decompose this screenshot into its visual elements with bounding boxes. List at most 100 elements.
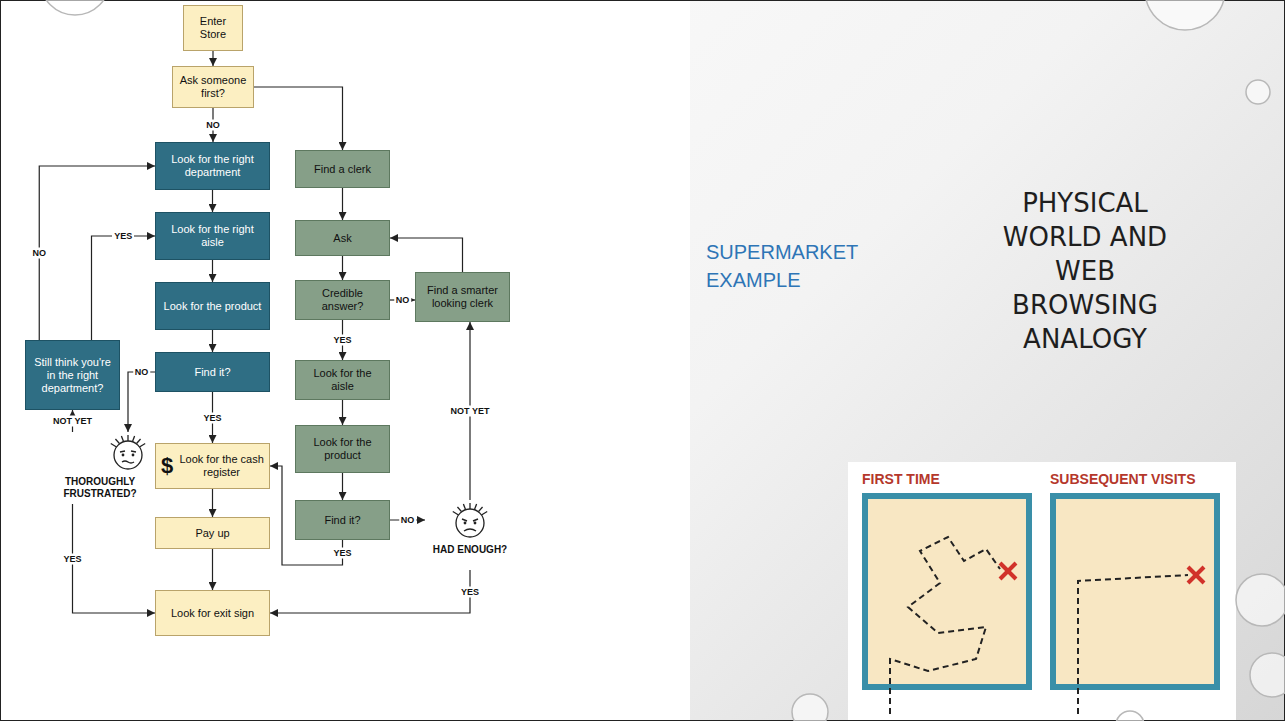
flow-arrow — [212, 190, 213, 212]
dollar-sign: $ — [161, 454, 173, 478]
face-icon — [453, 503, 487, 537]
edge-label: YES — [201, 412, 223, 423]
hair-stroke — [457, 507, 461, 512]
box-text: Ask someone first? — [178, 74, 248, 100]
flow-arrow — [39, 166, 155, 340]
box-text: Enter Store — [189, 15, 237, 41]
cross-stroke — [1000, 563, 1016, 579]
flow-arrow — [270, 570, 470, 613]
process-box: Find a smarter looking clerk — [415, 272, 510, 322]
hair-stroke — [111, 444, 117, 447]
face-icon — [111, 435, 145, 469]
bubbles — [40, 0, 1285, 721]
face-mouth — [122, 461, 134, 463]
section-label: SUPERMARKET EXAMPLE — [706, 238, 881, 294]
box-text: Find a smarter looking clerk — [421, 284, 504, 310]
process-box: Find a clerk — [295, 150, 390, 188]
flow-arrow — [212, 51, 213, 66]
box-text: Find a clerk — [314, 163, 371, 176]
bubble — [1236, 574, 1285, 626]
edge-label: NO — [204, 120, 222, 131]
map-illustration — [1056, 499, 1214, 684]
face-caption: THOROUGHLY FRUSTRATED? — [50, 476, 150, 500]
map-illustration — [868, 499, 1026, 684]
edge-label: NO — [31, 248, 49, 259]
hair-stroke — [481, 512, 487, 515]
panel-heading: FIRST TIME — [862, 470, 940, 488]
hair-stroke — [136, 439, 140, 444]
box-text: Find it? — [194, 366, 230, 379]
process-box: Look for the product — [155, 282, 270, 330]
chart-ground — [0, 0, 690, 721]
cross-stroke — [1188, 567, 1204, 583]
box-text: Look for the cash register — [179, 453, 264, 479]
panel-heading: SUBSEQUENT VISITS — [1050, 470, 1195, 488]
hair-stroke — [127, 435, 128, 441]
flow-arrow — [128, 372, 155, 432]
flow-arrow — [212, 260, 213, 282]
hair-stroke — [115, 439, 119, 444]
hair-stroke — [139, 444, 145, 447]
bubble — [1250, 653, 1285, 697]
box-text: Ask — [333, 232, 351, 245]
process-box: Look for the right aisle — [155, 212, 270, 260]
box-text: Look for the aisle — [301, 367, 384, 393]
maps-ground — [848, 462, 1236, 721]
cross-stroke — [1000, 563, 1016, 579]
edge-label: NO — [133, 367, 151, 378]
hair-stroke — [474, 504, 476, 510]
angry-face: HAD ENOUGH? — [425, 500, 515, 570]
decision-box: Find it? — [295, 500, 390, 540]
flow-arrow — [254, 87, 343, 150]
slide-title: PHYSICAL WORLD AND WEB BROWSING ANALOGY — [985, 186, 1185, 356]
flow-arrow — [342, 473, 343, 500]
map-panel: SUBSEQUENT VISITS — [1050, 470, 1220, 692]
edge-label: YES — [331, 547, 353, 558]
hair-stroke — [453, 512, 459, 515]
target-cross — [1188, 567, 1204, 583]
decision-box: Still think you're in the right departme… — [25, 340, 120, 410]
terminal-box: Look for exit sign — [155, 590, 270, 636]
edge-label: YES — [459, 586, 481, 597]
face-illustration — [106, 432, 150, 476]
flow-arrow — [92, 236, 156, 340]
bubble — [1145, 0, 1225, 30]
flow-arrow — [212, 330, 213, 352]
box-text: Look for the product — [164, 300, 262, 313]
process-box: $Look for the cash register — [155, 443, 270, 489]
face-brows — [120, 451, 136, 452]
hair-stroke — [463, 504, 465, 510]
flow-arrow — [342, 400, 343, 425]
box-text: Look for exit sign — [171, 607, 254, 620]
box-text: Look for the right department — [161, 153, 264, 179]
hair-stroke — [132, 436, 134, 442]
bubble — [792, 694, 828, 721]
route-path — [890, 537, 1000, 714]
box-text: Credible answer? — [301, 287, 384, 313]
face-brows — [462, 519, 478, 521]
face-eye — [474, 522, 477, 525]
target-cross — [1000, 563, 1016, 579]
face-eye — [122, 454, 125, 457]
hair-stroke — [469, 503, 470, 509]
flow-arrow — [390, 238, 463, 272]
bubble — [40, 0, 110, 15]
edge-label: NO — [399, 515, 417, 526]
map-frame — [862, 493, 1032, 690]
process-box: Look for the right department — [155, 142, 270, 190]
bubble — [1246, 80, 1270, 104]
box-text: Pay up — [195, 527, 229, 540]
process-box: Pay up — [155, 517, 270, 549]
process-box: Look for the aisle — [295, 360, 390, 400]
edge-label: NOT YET — [449, 406, 492, 417]
face-outline — [114, 441, 142, 469]
flow-arrow — [212, 489, 213, 517]
flow-arrow — [212, 549, 213, 590]
bubble — [1116, 711, 1144, 721]
box-text: Still think you're in the right departme… — [31, 356, 114, 395]
hair-stroke — [478, 507, 482, 512]
frustrated-face: THOROUGHLY FRUSTRATED? — [50, 432, 150, 504]
decision-box: Ask someone first? — [172, 66, 254, 108]
